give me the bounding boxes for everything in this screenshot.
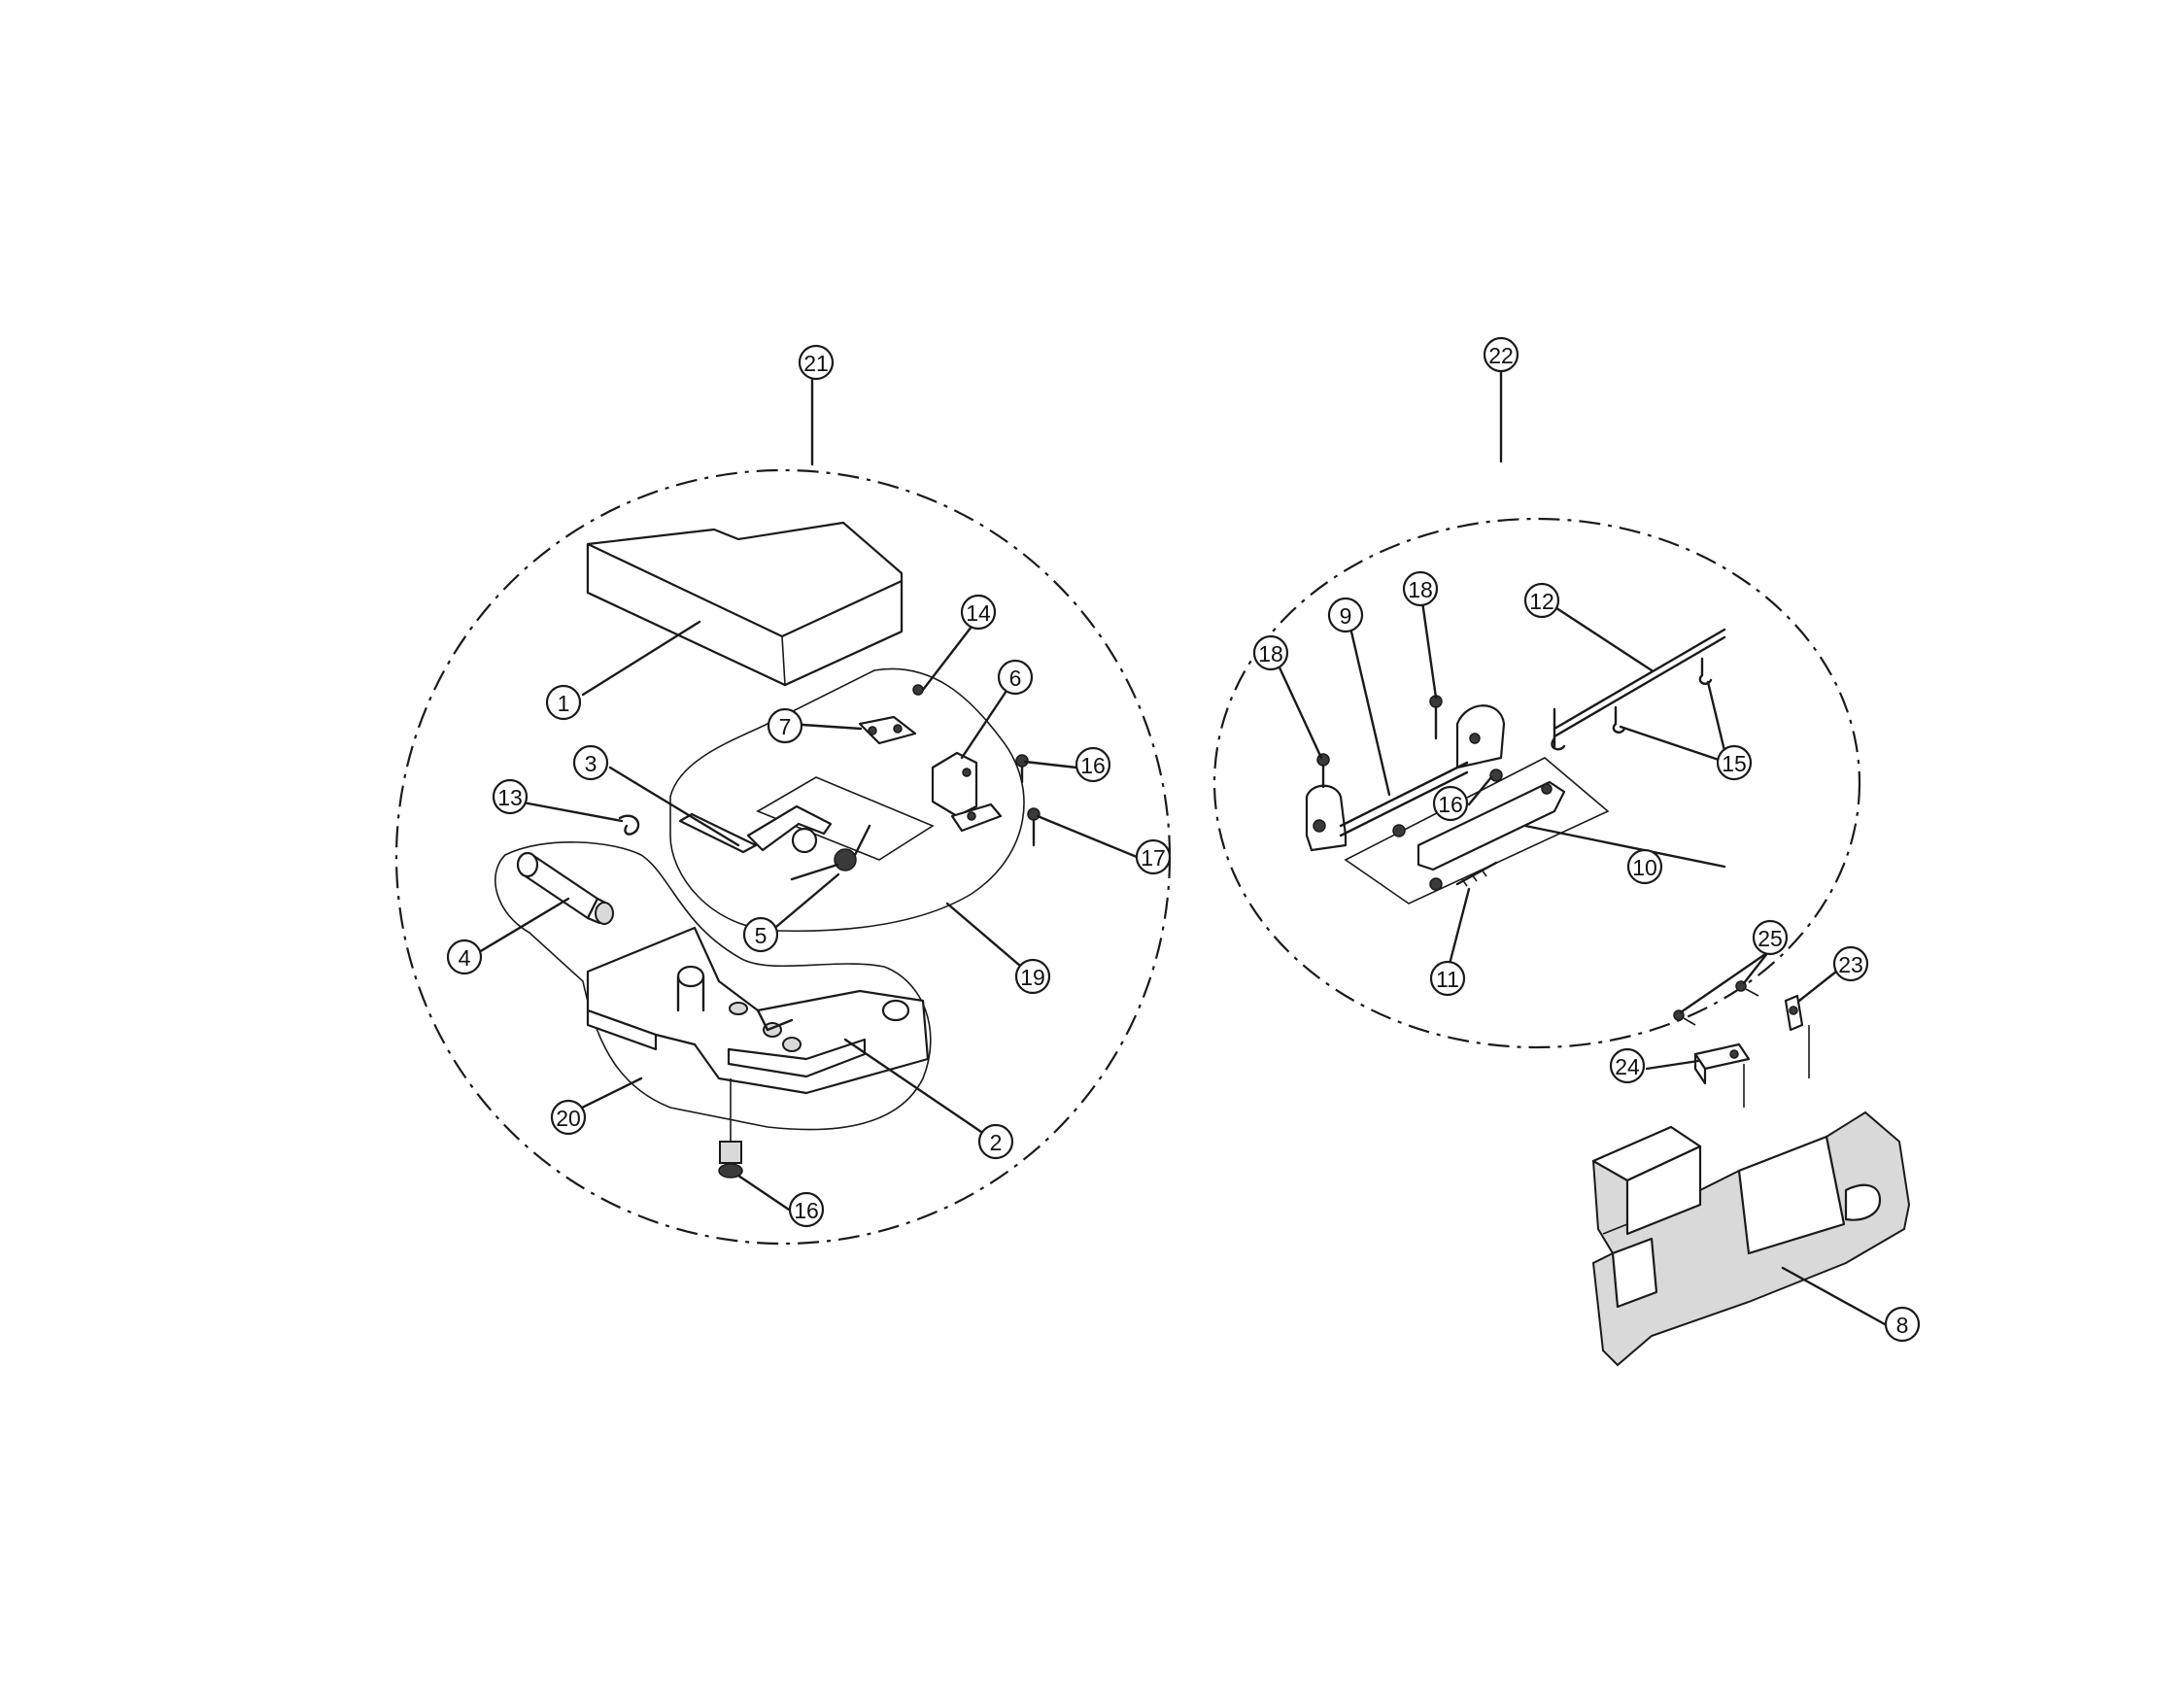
part-12-rod xyxy=(1553,628,1726,750)
callout-7: 7 xyxy=(767,707,803,744)
svg-text:16: 16 xyxy=(1080,753,1106,778)
svg-text:18: 18 xyxy=(1258,641,1283,666)
svg-text:17: 17 xyxy=(1141,845,1166,871)
svg-text:5: 5 xyxy=(755,923,768,948)
part-16-screw-upper xyxy=(1015,754,1029,784)
callout-3: 3 xyxy=(572,744,609,781)
part-4-cylinder xyxy=(516,851,614,925)
part-2-base xyxy=(586,926,930,1095)
part-13-clip xyxy=(618,814,640,836)
callout-4: 4 xyxy=(446,939,483,975)
svg-text:13: 13 xyxy=(497,785,523,810)
callout-18-top: 18 xyxy=(1402,570,1439,607)
svg-text:20: 20 xyxy=(556,1106,581,1131)
part-7-plate xyxy=(858,715,917,745)
assembly-21-group xyxy=(394,377,1172,1246)
part-3-lever xyxy=(678,804,833,854)
svg-text:16: 16 xyxy=(1438,792,1463,817)
callout-16-lower: 16 xyxy=(788,1191,825,1228)
callout-11: 11 xyxy=(1429,960,1466,997)
part-24-bracket xyxy=(1693,1042,1751,1108)
callout-19: 19 xyxy=(1014,958,1051,995)
callout-24: 24 xyxy=(1609,1047,1646,1084)
svg-text:24: 24 xyxy=(1615,1054,1640,1079)
part-18-screw-top xyxy=(1429,695,1443,740)
part-18-screw-left xyxy=(1316,753,1330,789)
svg-text:21: 21 xyxy=(803,351,829,376)
assembly-22-group xyxy=(1212,369,1861,1049)
callout-16-upper: 16 xyxy=(1075,746,1111,783)
svg-text:15: 15 xyxy=(1722,751,1747,776)
part-9-shaft-assembly xyxy=(1305,704,1506,852)
assembly-22-boundary xyxy=(1212,517,1861,1049)
callout-18-left: 18 xyxy=(1252,634,1289,671)
part-8-leaders xyxy=(1645,950,1887,1326)
part-14-pin xyxy=(912,684,924,696)
callout-16-right: 16 xyxy=(1432,785,1469,822)
callout-14: 14 xyxy=(960,594,997,631)
svg-text:8: 8 xyxy=(1896,1313,1909,1338)
svg-text:4: 4 xyxy=(459,945,471,971)
svg-text:23: 23 xyxy=(1838,952,1863,977)
callout-17: 17 xyxy=(1135,838,1172,875)
part-5-spring xyxy=(790,824,871,881)
callout-15: 15 xyxy=(1716,744,1753,781)
part-17-screw xyxy=(1027,807,1041,847)
part-8-housing-group xyxy=(1591,950,1911,1367)
svg-text:3: 3 xyxy=(585,751,597,776)
callout-10: 10 xyxy=(1626,848,1663,885)
svg-text:12: 12 xyxy=(1529,589,1554,614)
part-10-lever xyxy=(1392,769,1566,891)
part-11-spring xyxy=(1455,861,1498,887)
callout-13: 13 xyxy=(492,778,529,815)
svg-text:22: 22 xyxy=(1488,343,1514,368)
callout-25: 25 xyxy=(1752,919,1789,956)
callout-1: 1 xyxy=(545,684,582,721)
callout-5: 5 xyxy=(742,916,779,953)
callout-6: 6 xyxy=(997,659,1034,696)
svg-text:14: 14 xyxy=(966,600,991,626)
part-16-screw-lower xyxy=(718,1078,743,1179)
svg-text:2: 2 xyxy=(990,1130,1003,1155)
svg-text:6: 6 xyxy=(1009,666,1022,691)
svg-text:11: 11 xyxy=(1436,967,1459,992)
part-6-bracket xyxy=(931,751,1003,833)
part-15-clips xyxy=(1551,657,1713,751)
callout-12: 12 xyxy=(1523,582,1560,619)
callout-23: 23 xyxy=(1832,945,1869,982)
callout-2: 2 xyxy=(977,1123,1014,1160)
subassembly-19-outline xyxy=(669,667,1025,933)
callout-21: 21 xyxy=(798,344,835,381)
svg-text:18: 18 xyxy=(1408,577,1433,602)
svg-text:16: 16 xyxy=(794,1198,819,1223)
svg-text:25: 25 xyxy=(1757,926,1783,951)
callout-9: 9 xyxy=(1327,597,1364,633)
svg-text:7: 7 xyxy=(779,714,792,739)
callout-20: 20 xyxy=(550,1099,587,1136)
svg-text:10: 10 xyxy=(1632,855,1657,880)
part-23-clip xyxy=(1784,994,1810,1078)
callout-8: 8 xyxy=(1884,1306,1921,1343)
svg-text:19: 19 xyxy=(1020,965,1045,990)
subassembly-19-plate xyxy=(756,776,935,861)
part-1-cover xyxy=(586,521,904,687)
svg-text:1: 1 xyxy=(558,691,570,716)
svg-text:9: 9 xyxy=(1340,603,1352,629)
callout-22: 22 xyxy=(1483,336,1519,373)
